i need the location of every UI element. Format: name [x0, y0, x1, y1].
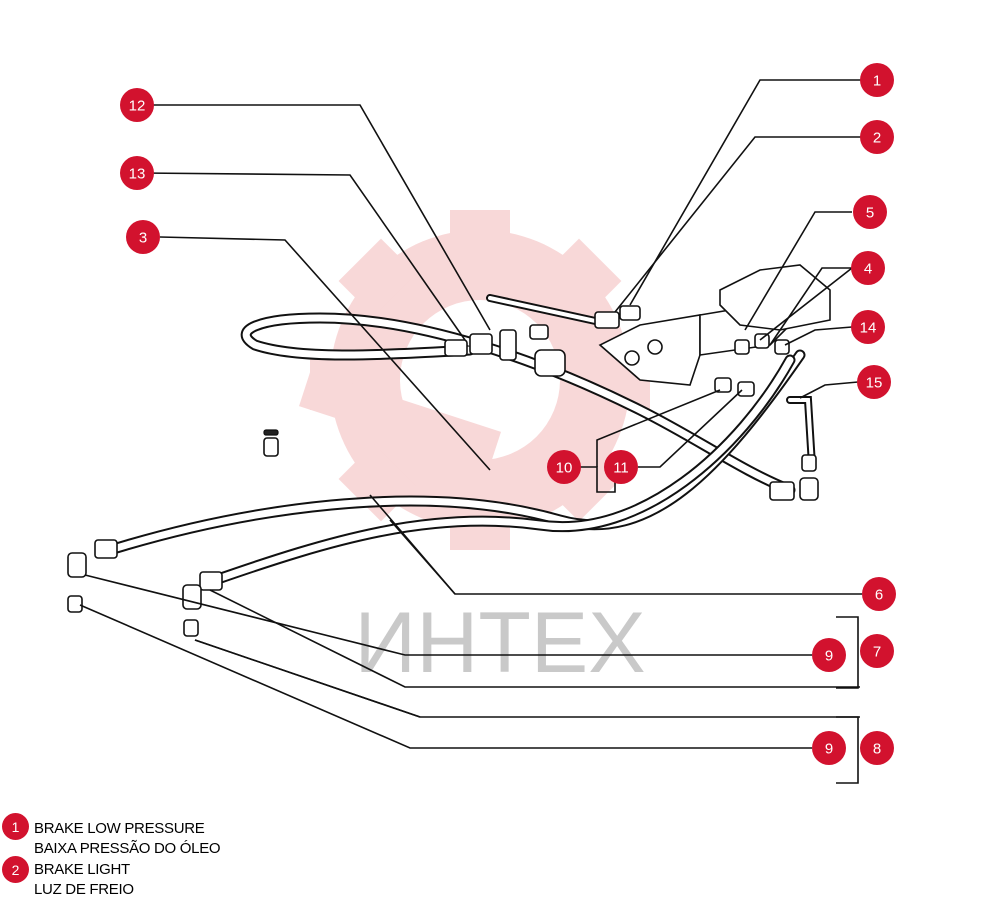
- callout-5: 5: [853, 195, 887, 229]
- hoses: [104, 294, 816, 586]
- callout-8: 8: [860, 731, 894, 765]
- callout-4: 4: [851, 251, 885, 285]
- svg-text:15: 15: [866, 375, 883, 392]
- svg-text:1: 1: [873, 73, 881, 90]
- callout-14: 14: [851, 310, 885, 344]
- svg-text:10: 10: [556, 460, 573, 477]
- svg-text:13: 13: [129, 166, 146, 183]
- svg-text:12: 12: [129, 98, 146, 115]
- svg-text:8: 8: [873, 741, 881, 758]
- group-brackets: [836, 616, 859, 784]
- valve-block: [598, 264, 831, 386]
- legend-line-2a: BRAKE LIGHT: [34, 861, 130, 878]
- callout-10: 10: [547, 450, 581, 484]
- callout-6: 6: [862, 577, 896, 611]
- svg-text:2: 2: [873, 130, 881, 147]
- callout-7: 7: [860, 634, 894, 668]
- legend-badge-1: 1: [2, 813, 29, 840]
- svg-text:7: 7: [873, 644, 881, 661]
- legend-badge-2: 2: [2, 856, 29, 883]
- callout-2: 2: [860, 120, 894, 154]
- callout-11: 11: [604, 450, 638, 484]
- callout-12: 12: [120, 88, 154, 122]
- leader-lines: [79, 79, 862, 749]
- callout-3: 3: [126, 220, 160, 254]
- callout-15: 15: [857, 365, 891, 399]
- callout-9-lower: 9: [812, 731, 846, 765]
- callout-9-upper: 9: [812, 638, 846, 672]
- svg-text:11: 11: [613, 460, 629, 477]
- callout-1: 1: [860, 63, 894, 97]
- legend-line-1b: BAIXA PRESSÃO DO ÓLEO: [34, 840, 221, 857]
- svg-text:3: 3: [139, 230, 147, 247]
- callout-13: 13: [120, 156, 154, 190]
- legend-line-2b: LUZ DE FREIO: [34, 881, 134, 898]
- svg-text:5: 5: [866, 205, 874, 222]
- svg-text:6: 6: [875, 587, 883, 604]
- watermark-text: ИНТЕХ: [354, 595, 645, 691]
- svg-text:9: 9: [825, 741, 833, 758]
- legend-line-1a: BRAKE LOW PRESSURE: [34, 820, 205, 837]
- svg-text:9: 9: [825, 648, 833, 665]
- fittings: [67, 305, 819, 637]
- watermark-gear-logo: [299, 210, 650, 550]
- svg-text:14: 14: [860, 320, 877, 337]
- svg-text:4: 4: [864, 261, 872, 278]
